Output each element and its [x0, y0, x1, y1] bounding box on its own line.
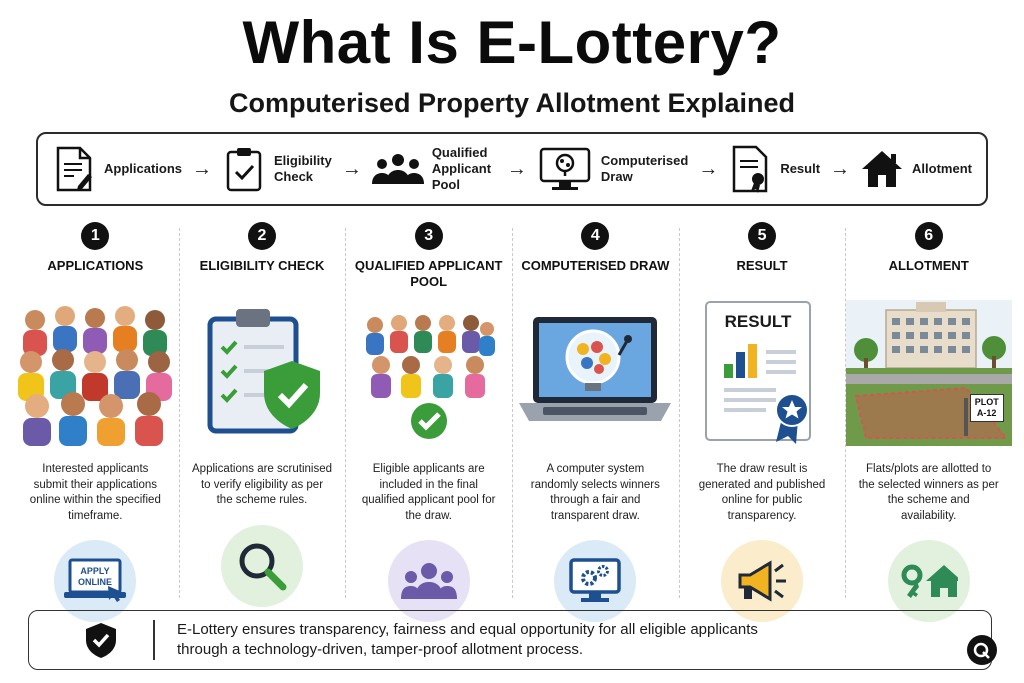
page-subtitle: Computerised Property Allotment Explaine…	[228, 88, 796, 118]
flow-label: Eligibility Check	[274, 153, 332, 184]
key-house-icon	[887, 540, 970, 622]
shield-check-icon	[71, 621, 131, 659]
result-certificate-icon	[728, 145, 772, 193]
flow-step-applications: Applications	[52, 145, 182, 193]
arrow-right-icon: →	[192, 157, 213, 180]
document-pen-icon	[52, 145, 96, 193]
step-number-badge: 1	[81, 222, 110, 250]
flow-step-draw: Computerised Draw	[537, 145, 688, 193]
plot-sign-label: PLOT A-12	[969, 394, 1004, 422]
arrow-right-icon: →	[341, 157, 362, 180]
monitor-gears-icon	[554, 540, 637, 622]
step-title: ALLOTMENT	[888, 258, 969, 273]
step-qualified-pool: 3 QUALIFIED APPLICANT POOL Eligible appl…	[345, 222, 512, 622]
monitor-lottery-icon	[537, 145, 593, 193]
step-title: APPLICATIONS	[47, 258, 144, 273]
flow-step-result: Result	[728, 145, 820, 193]
footer-line-1: E-Lottery ensures transparency, fairness…	[177, 621, 758, 638]
flow-step-eligibility: Eligibility Check	[222, 145, 332, 193]
arrow-right-icon: →	[698, 157, 719, 180]
step-number-badge: 5	[748, 222, 777, 250]
page-title: What Is E-Lottery?	[242, 9, 782, 76]
process-flow-bar: Applications → Eligibility Check → Quali…	[36, 132, 988, 206]
step-description: Flats/plots are allotted to the selected…	[858, 463, 999, 522]
flow-label: Result	[780, 161, 821, 176]
clipboard-check-icon	[222, 145, 266, 193]
svg-text:APPLY: APPLY	[81, 566, 110, 576]
step-description: The draw result is generated and publish…	[698, 463, 826, 522]
step-result: 5 RESULT RESULT The draw result is gener…	[678, 222, 846, 622]
flow-label: Computerised Draw	[600, 153, 689, 184]
crowd-illustration	[12, 298, 179, 448]
magnifier-icon	[221, 524, 303, 607]
step-applications: 1 APPLICATIONS	[12, 222, 179, 622]
clipboard-shield-illustration	[179, 298, 346, 448]
footer-text: E-Lottery ensures transparency, fairness…	[177, 620, 758, 660]
flow-step-pool: Qualified Applicant Pool	[371, 145, 497, 193]
step-number-badge: 4	[581, 222, 610, 250]
step-computerised-draw: 4 COMPUTERISED DRAW A computer system ra…	[512, 222, 679, 622]
applicant-figures	[18, 306, 173, 446]
step-description: Applications are scrutinised to verify e…	[192, 463, 332, 506]
building-plot-illustration: PLOT A-12	[845, 298, 1012, 448]
step-number-badge: 6	[914, 222, 943, 250]
house-icon	[860, 145, 904, 193]
people-group-icon	[387, 540, 470, 622]
flow-label: Applications	[104, 161, 183, 176]
laptop-lottery-illustration	[512, 298, 679, 448]
svg-text:ONLINE: ONLINE	[78, 577, 112, 587]
megaphone-icon	[721, 540, 804, 622]
arrow-right-icon: →	[506, 157, 527, 180]
flow-step-allotment: Allotment	[860, 145, 972, 193]
footer-banner: E-Lottery ensures transparency, fairness…	[28, 610, 997, 670]
step-number-badge: 2	[248, 222, 276, 250]
step-description: Interested applicants submit their appli…	[29, 463, 161, 522]
qualified-pool-illustration	[345, 298, 512, 448]
step-description: Eligible applicants are included in the …	[361, 463, 496, 522]
step-title: COMPUTERISED DRAW	[521, 258, 670, 273]
steps-section: 1 APPLICATIONS	[12, 222, 1012, 622]
step-title: QUALIFIED APPLICANT POOL	[354, 258, 503, 289]
step-allotment: 6 ALLOTMENT	[845, 222, 1012, 622]
people-group-icon	[371, 145, 424, 193]
flow-label: Allotment	[912, 161, 972, 176]
flow-label: Qualified Applicant Pool	[431, 145, 492, 192]
result-document-illustration: RESULT	[679, 298, 846, 448]
step-title: RESULT	[736, 258, 788, 273]
brand-logo-icon	[967, 635, 997, 665]
step-description: A computer system randomly selects winne…	[530, 463, 660, 522]
footer-divider	[153, 620, 155, 660]
step-title: ELIGIBILITY CHECK	[199, 258, 325, 273]
step-eligibility-check: 2 ELIGIBILITY CHECK Applications are scr…	[178, 222, 346, 607]
step-number-badge: 3	[414, 222, 443, 250]
footer-line-2: through a technology-driven, tamper-proo…	[177, 641, 584, 658]
result-document-heading: RESULT	[724, 312, 792, 331]
arrow-right-icon: →	[830, 157, 851, 180]
